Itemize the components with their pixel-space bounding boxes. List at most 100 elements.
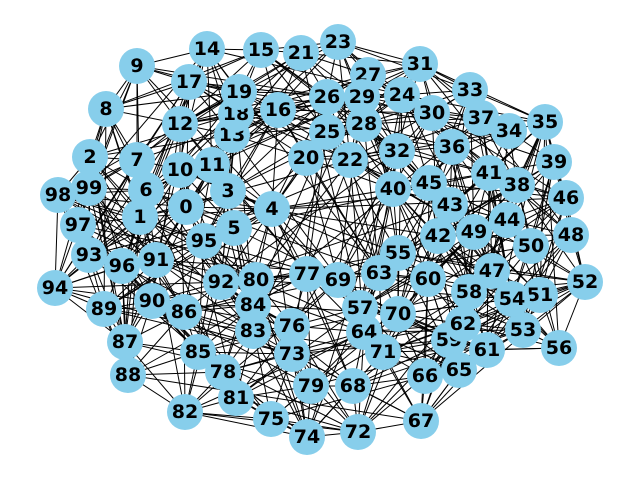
- node-label: 28: [351, 113, 377, 135]
- node-circle: [420, 218, 456, 254]
- node-label: 74: [294, 426, 320, 448]
- node-label: 26: [314, 86, 340, 108]
- node-76: 76: [274, 308, 310, 344]
- edge-47-36: [451, 146, 493, 272]
- edge-9-4: [136, 65, 273, 210]
- node-87: 87: [107, 324, 143, 360]
- edge-82-74: [184, 411, 308, 438]
- node-circle: [289, 256, 325, 292]
- node-label: 93: [76, 244, 102, 266]
- node-circle: [346, 106, 382, 142]
- node-circle: [71, 170, 107, 206]
- node-label: 51: [527, 284, 553, 306]
- node-label: 35: [532, 111, 558, 133]
- node-label: 53: [510, 319, 536, 341]
- node-circle: [411, 165, 447, 201]
- node-label: 63: [366, 262, 392, 284]
- node-circle: [260, 92, 296, 128]
- node-94: 94: [37, 270, 73, 306]
- node-0: 0: [168, 189, 204, 225]
- node-label: 70: [385, 303, 411, 325]
- node-65: 65: [441, 352, 477, 388]
- node-85: 85: [180, 334, 216, 370]
- node-label: 75: [258, 408, 284, 430]
- node-label: 22: [337, 149, 363, 171]
- node-label: 6: [139, 179, 152, 201]
- node-circle: [494, 281, 530, 317]
- node-label: 73: [279, 343, 305, 365]
- node-circle: [536, 144, 572, 180]
- node-21: 21: [283, 35, 319, 71]
- node-56: 56: [541, 330, 577, 366]
- node-37: 37: [463, 100, 499, 136]
- node-label: 61: [474, 339, 500, 361]
- node-circle: [320, 24, 356, 60]
- node-label: 95: [191, 230, 217, 252]
- node-72: 72: [340, 414, 376, 450]
- edge-62-40: [392, 188, 464, 325]
- node-50: 50: [513, 228, 549, 264]
- node-99: 99: [71, 170, 107, 206]
- node-circle: [283, 35, 319, 71]
- node-circle: [379, 133, 415, 169]
- node-circle: [122, 199, 158, 235]
- node-10: 10: [162, 152, 198, 188]
- edge-82-64: [184, 331, 365, 413]
- node-24: 24: [384, 77, 420, 113]
- node-circle: [469, 332, 505, 368]
- node-label: 15: [248, 39, 274, 61]
- node-circle: [128, 172, 164, 208]
- node-89: 89: [86, 291, 122, 327]
- node-95: 95: [186, 223, 222, 259]
- node-circle: [332, 142, 368, 178]
- node-circle: [491, 113, 527, 149]
- node-circle: [445, 306, 481, 342]
- node-circle: [119, 48, 155, 84]
- node-circle: [309, 114, 345, 150]
- node-circle: [162, 152, 198, 188]
- node-51: 51: [522, 277, 558, 313]
- edge-46-57: [359, 197, 567, 309]
- node-label: 29: [349, 86, 375, 108]
- node-32: 32: [379, 133, 415, 169]
- node-circle: [340, 414, 376, 450]
- node-label: 94: [42, 277, 68, 299]
- node-circle: [289, 419, 325, 455]
- node-60: 60: [410, 261, 446, 297]
- node-circle: [119, 142, 155, 178]
- node-label: 46: [553, 187, 579, 209]
- node-label: 64: [351, 321, 377, 343]
- node-label: 30: [419, 102, 445, 124]
- node-circle: [189, 31, 225, 67]
- node-circle: [166, 294, 202, 330]
- node-label: 56: [546, 337, 572, 359]
- node-label: 72: [345, 421, 371, 443]
- node-label: 8: [99, 98, 112, 120]
- node-9: 9: [119, 48, 155, 84]
- node-circle: [186, 223, 222, 259]
- node-label: 4: [265, 198, 278, 220]
- node-2: 2: [72, 139, 108, 175]
- node-34: 34: [491, 113, 527, 149]
- node-label: 38: [504, 174, 530, 196]
- node-circle: [138, 242, 174, 278]
- node-label: 17: [176, 71, 202, 93]
- node-circle: [410, 261, 446, 297]
- node-circle: [527, 104, 563, 140]
- node-circle: [489, 202, 525, 238]
- node-label: 80: [243, 269, 269, 291]
- node-circle: [162, 106, 198, 142]
- edge-99-90: [88, 187, 153, 302]
- node-label: 54: [499, 288, 525, 310]
- node-label: 99: [76, 177, 102, 199]
- node-6: 6: [128, 172, 164, 208]
- node-19: 19: [221, 74, 257, 110]
- node-circle: [104, 248, 140, 284]
- edge-4-1: [139, 208, 273, 218]
- node-circle: [513, 228, 549, 264]
- node-label: 92: [208, 271, 234, 293]
- node-circle: [194, 147, 230, 183]
- node-circle: [293, 368, 329, 404]
- node-15: 15: [243, 32, 279, 68]
- edge-77-22: [306, 159, 351, 275]
